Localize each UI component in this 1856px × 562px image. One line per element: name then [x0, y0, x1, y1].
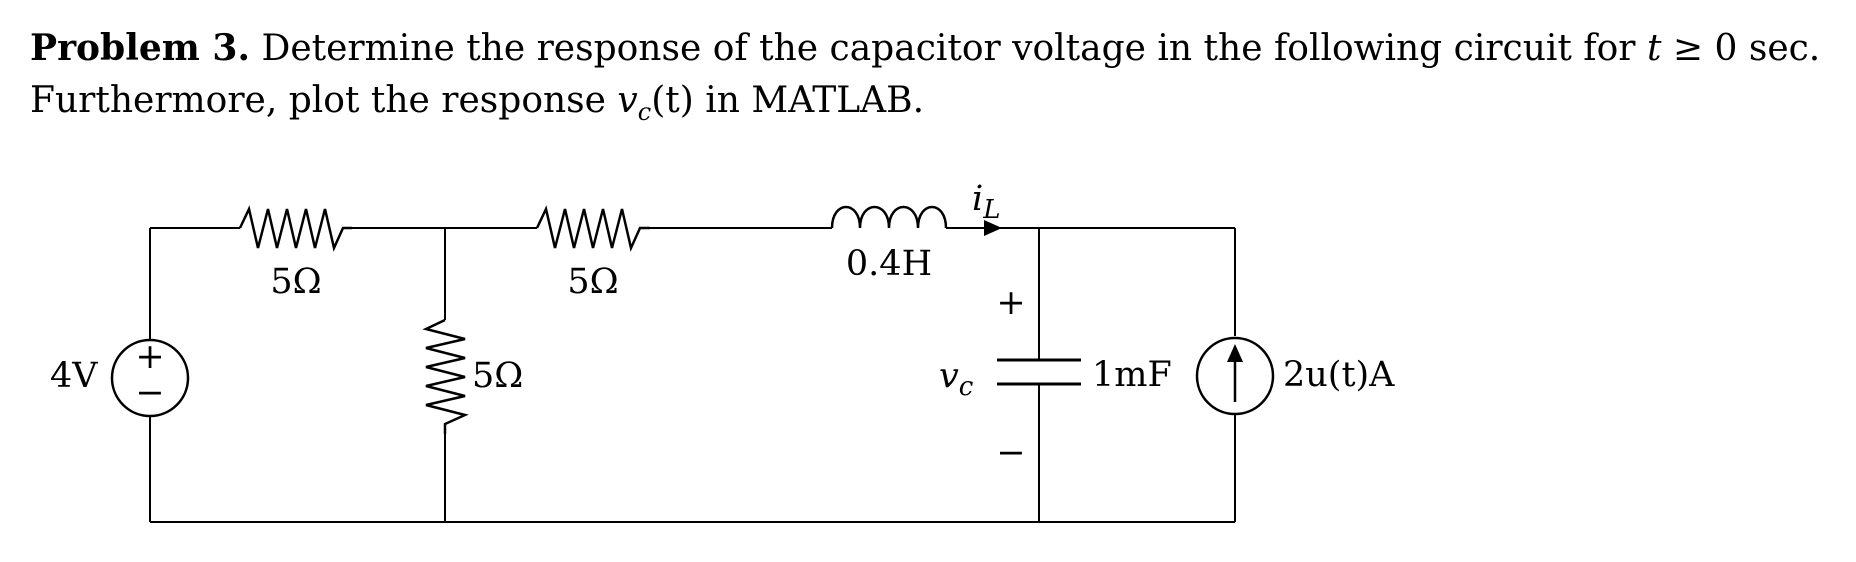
response-symbol: vc(t)	[617, 80, 694, 127]
problem-text: Determine the response of the capacitor …	[261, 28, 1636, 69]
current-arrow-icon	[984, 220, 1002, 236]
voltage-source-label: 4V	[50, 356, 98, 396]
capacitor-voltage-label: vc	[939, 356, 974, 402]
circuit-wires	[149, 227, 1236, 523]
resistor-r2-symbol	[535, 205, 650, 252]
current-source-label: 2u(t)A	[1283, 355, 1395, 395]
problem-line-1: Problem 3. Determine the response of the…	[30, 22, 1840, 75]
time-variable: t	[1646, 28, 1662, 69]
resistor-r3-symbol	[422, 318, 469, 434]
problem-title: Problem 3.	[30, 27, 251, 69]
capacitor-plus-sign: +	[996, 283, 1025, 323]
resistor-r3-label: 5Ω	[472, 356, 523, 396]
resistor-r1-label: 5Ω	[270, 262, 321, 302]
capacitor-label: 1mF	[1092, 355, 1172, 395]
inductor-symbol	[830, 205, 948, 229]
problem-text-2: Furthermore, plot the response	[30, 80, 606, 121]
capacitor-minus-sign: −	[996, 433, 1025, 473]
resistor-r2-label: 5Ω	[567, 262, 618, 302]
voltage-source-minus: −	[135, 373, 164, 413]
resistor-r1-symbol	[238, 205, 352, 252]
time-condition: ≥ 0 sec.	[1672, 28, 1821, 69]
capacitor-symbol	[997, 358, 1081, 386]
up-arrow-icon	[1227, 344, 1243, 402]
problem-statement: Problem 3. Determine the response of the…	[30, 22, 1840, 138]
voltage-source-symbol	[110, 338, 190, 418]
inductor-current-label: iL	[972, 179, 1000, 225]
problem-text-3: in MATLAB.	[705, 80, 925, 121]
problem-line-2: Furthermore, plot the response vc(t) in …	[30, 75, 1840, 138]
voltage-source-plus: +	[135, 337, 164, 377]
inductor-label: 0.4H	[846, 244, 932, 284]
